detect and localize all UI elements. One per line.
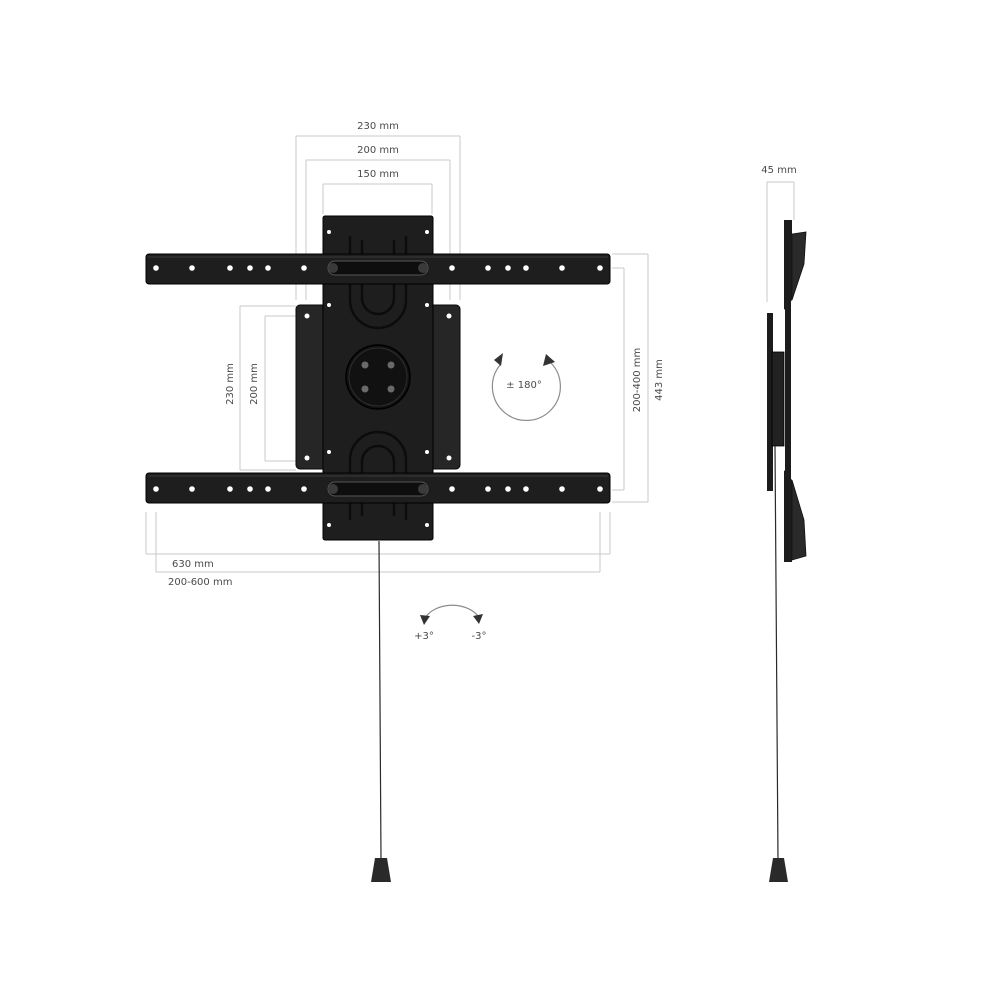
side-wall-plate (767, 313, 773, 491)
dim-200mm-top: 200 mm (357, 145, 399, 156)
bottom-rail-clamp (327, 481, 429, 497)
side-hub-block (771, 351, 785, 447)
bottom-rail-holes (153, 486, 603, 492)
top-rail-holes (153, 265, 603, 271)
rotation-arrow-right-icon (543, 354, 555, 366)
dim-45mm: 45 mm (761, 165, 796, 176)
tilt-arc (424, 604, 479, 619)
lower-u-slot (348, 430, 408, 520)
tilt-minus-label: -3° (472, 631, 487, 642)
side-lower-arm (791, 479, 807, 561)
cord-weight (371, 858, 391, 882)
release-cord (378, 540, 382, 861)
side-view-mount (767, 220, 807, 882)
rotation-indicator: ± 180° (491, 353, 561, 422)
tilt-indicator: +3° -3° (414, 604, 487, 642)
top-rail-clamp (327, 260, 429, 276)
dim-443mm: 443 mm (654, 359, 665, 401)
left-height-dimensions: 230 mm 200 mm (225, 305, 296, 471)
rotation-arc (491, 361, 561, 422)
rotation-hub (345, 344, 411, 410)
side-depth-dimension: 45 mm (761, 165, 797, 302)
dim-200-600mm: 200-600 mm (168, 577, 232, 588)
upper-u-slot (348, 236, 408, 330)
tilt-arrow-right-icon (473, 614, 483, 624)
dim-630mm: 630 mm (172, 559, 214, 570)
bottom-width-dimensions: 630 mm 200-600 mm (145, 512, 611, 588)
side-release-cord (774, 445, 779, 861)
side-cord-weight (769, 858, 788, 882)
dim-230mm-left: 230 mm (225, 363, 236, 405)
dim-150mm-top: 150 mm (357, 169, 399, 180)
right-height-dimensions: 200-400 mm 443 mm (612, 253, 665, 503)
front-view-mount (145, 215, 611, 882)
tilt-arrow-left-icon (420, 615, 430, 625)
dim-200mm-left: 200 mm (249, 363, 260, 405)
side-upper-arm (791, 231, 807, 301)
rotation-label: ± 180° (506, 380, 542, 391)
dim-230mm-top: 230 mm (357, 121, 399, 132)
rotation-arrow-left-icon (494, 353, 503, 366)
dim-200-400mm: 200-400 mm (632, 348, 643, 412)
tilt-plus-label: +3° (414, 631, 434, 642)
